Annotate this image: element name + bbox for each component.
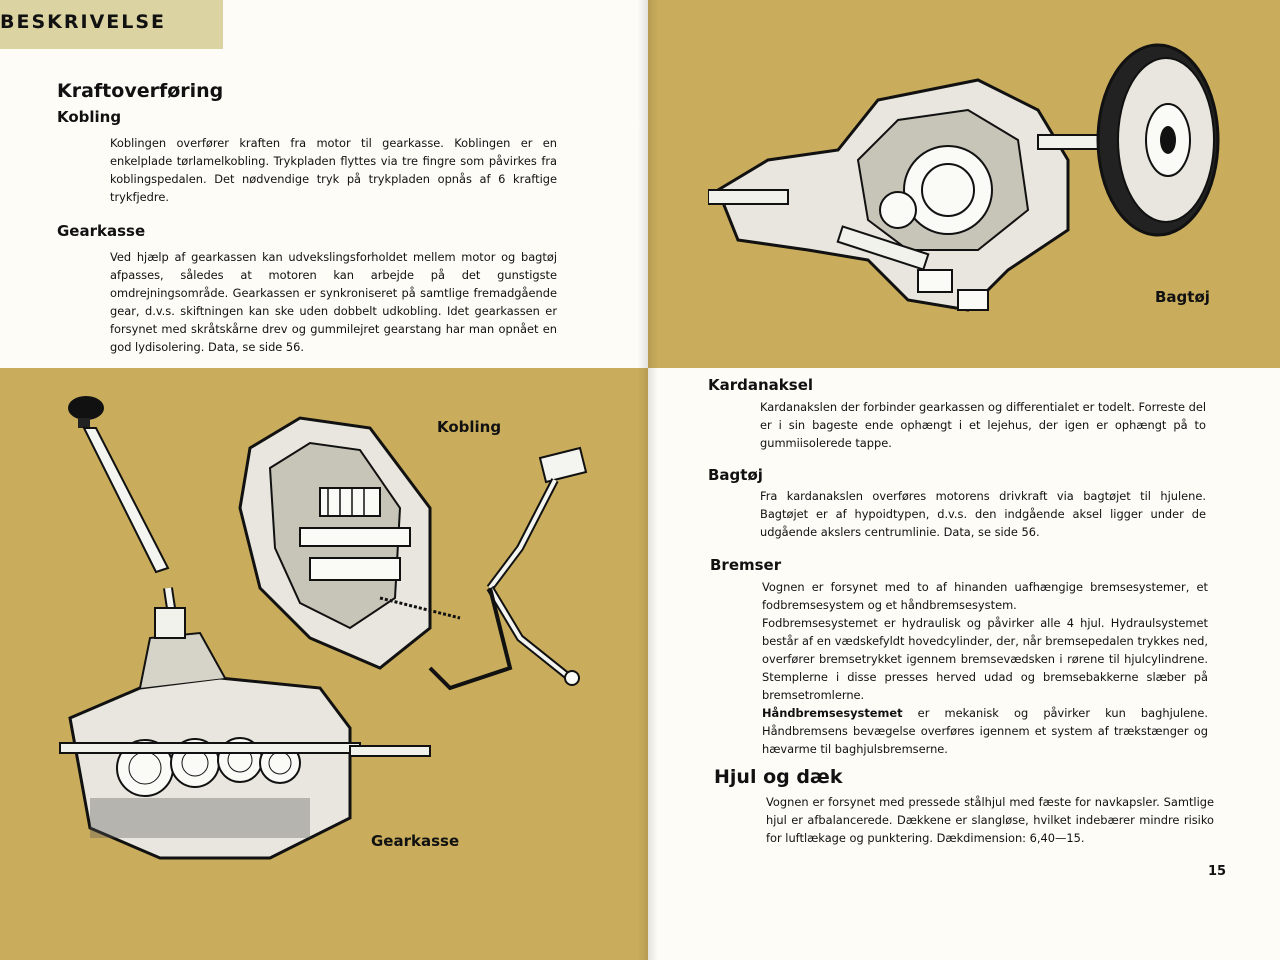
handbremse-term: Håndbremsesystemet	[762, 706, 903, 720]
kobling-caption: Kobling	[437, 418, 502, 436]
right-page: Bagtøj Kardanaksel Kardanakslen der forb…	[648, 0, 1280, 960]
bremser-p3: Håndbremsesystemet er mekanisk og påvirk…	[762, 704, 1208, 758]
gearkasse-heading: Gearkasse	[57, 222, 146, 240]
kobling-heading: Kobling	[57, 108, 122, 126]
header-band: BESKRIVELSE	[0, 0, 223, 49]
page-number: 15	[1208, 864, 1227, 879]
gearbox-illustration	[59, 396, 588, 860]
bremser-heading: Bremser	[710, 556, 782, 574]
handbremse-rest: er mekanisk og påvirker kun baghjulene. …	[762, 706, 1208, 756]
bremser-text: Vognen er forsynet med to af hinanden ua…	[762, 578, 1208, 758]
bremser-p1: Vognen er forsynet med to af hinanden ua…	[762, 580, 1208, 612]
right-illustration-panel: Bagtøj	[648, 0, 1280, 368]
left-illustration-panel: Kobling Gearkasse	[0, 368, 648, 960]
rear-axle-illustration	[708, 43, 1220, 312]
kardanaksel-heading: Kardanaksel	[708, 376, 814, 394]
bagtoj-heading: Bagtøj	[708, 466, 763, 484]
gearkasse-caption: Gearkasse	[371, 832, 460, 850]
bagtoj-caption: Bagtøj	[1155, 288, 1210, 306]
hjul-heading: Hjul og dæk	[714, 766, 843, 788]
section-title: Kraftoverføring	[57, 80, 224, 102]
gearkasse-text: Ved hjælp af gearkassen kan udvekslingsf…	[110, 250, 557, 354]
bagtoj-text: Fra kardanakslen overføres motorens driv…	[760, 489, 1206, 539]
bremser-p2: Fodbremsesystemet er hydraulisk og påvir…	[762, 616, 1208, 702]
hjul-text: Vognen er forsynet med pressede stålhjul…	[766, 795, 1214, 845]
kobling-text: Koblingen overfører kraften fra motor ti…	[110, 136, 557, 204]
left-page: BESKRIVELSE Kraftoverføring Kobling Kobl…	[0, 0, 648, 960]
section-header: BESKRIVELSE	[0, 11, 167, 33]
kardanaksel-text: Kardanakslen der forbinder gearkassen og…	[760, 400, 1206, 450]
